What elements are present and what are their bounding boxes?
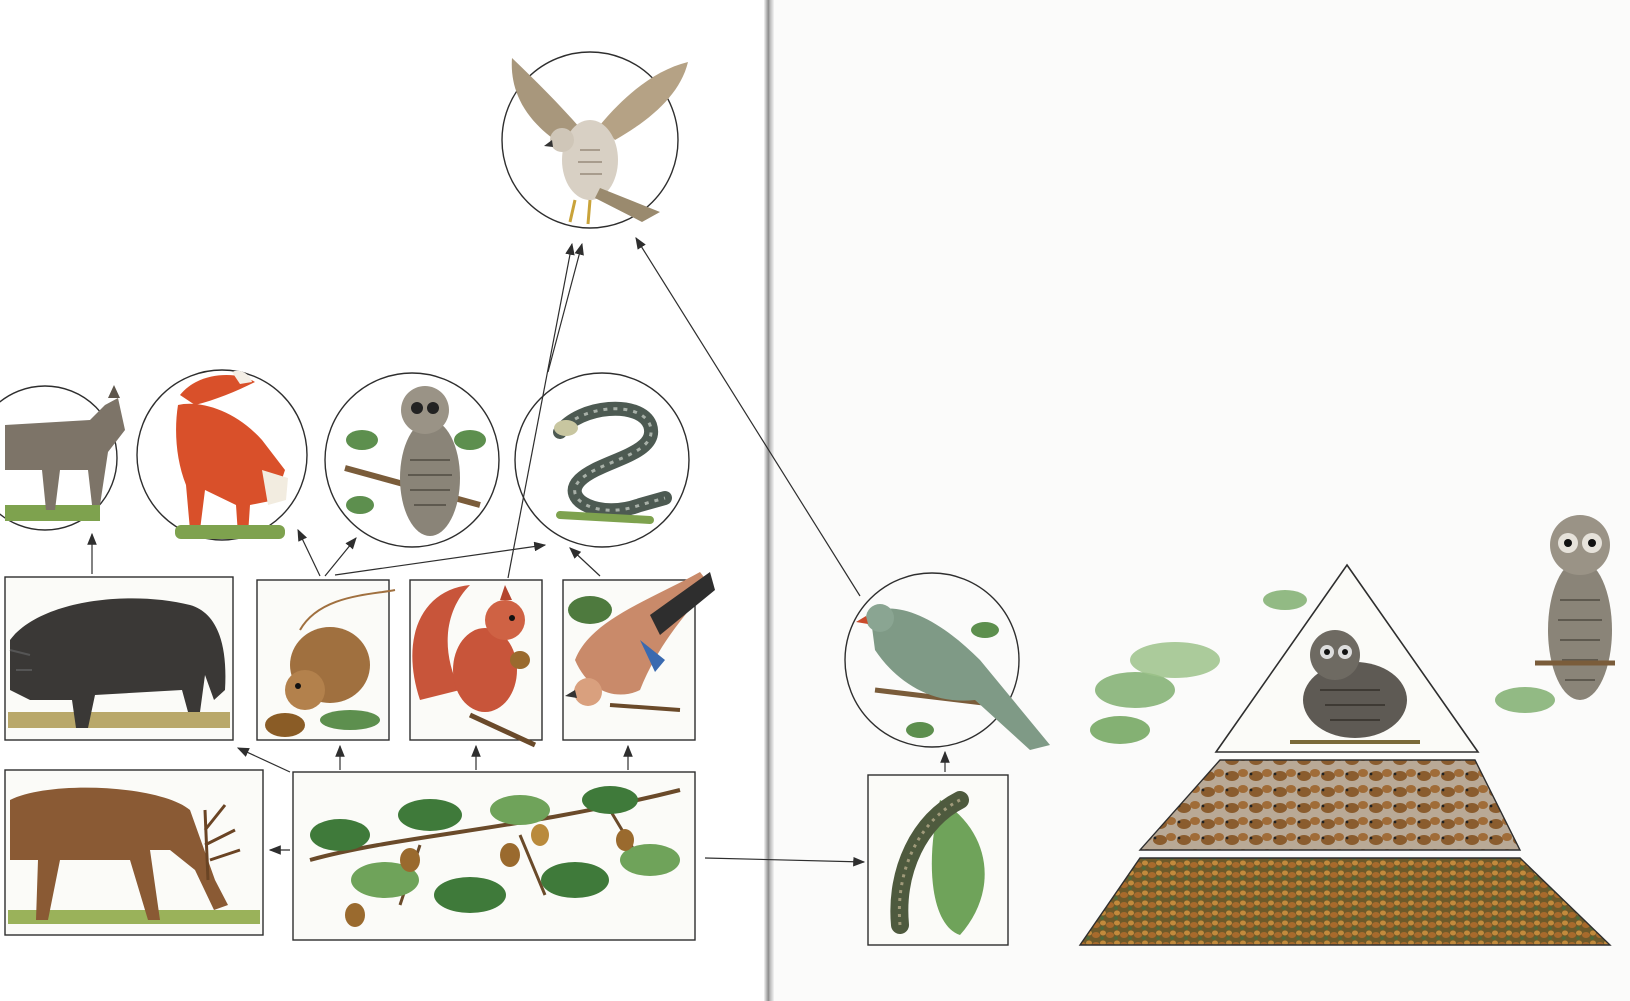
- edge-snake-hawk: [548, 244, 582, 372]
- edge-squirrel-hawk: [508, 244, 572, 578]
- standing-owl: [1535, 515, 1615, 700]
- edge-oak-caterpillar: [705, 858, 864, 862]
- node-caterpillar: [868, 775, 1008, 945]
- node-jay: [563, 572, 715, 740]
- tawny-owl-icon: [1535, 515, 1615, 700]
- node-squirrel: [410, 580, 542, 745]
- node-fox: [137, 370, 307, 540]
- edge-mouse-owl: [325, 538, 356, 576]
- tawny-owl-icon: [345, 386, 486, 536]
- pyramid-level-owl: [1216, 565, 1478, 752]
- node-boar: [5, 577, 233, 740]
- node-wolf: [0, 385, 125, 530]
- edge-jay-snake: [570, 548, 600, 576]
- edge-oak-boar: [238, 748, 290, 772]
- ecological-pyramid: [1080, 515, 1615, 945]
- wolf-icon: [5, 385, 125, 521]
- node-deer: [5, 770, 263, 935]
- pyramid-level-mice: [1140, 760, 1520, 850]
- viper-snake-icon: [554, 409, 665, 520]
- node-owl: [325, 373, 499, 547]
- pyramid-level-acorns: [1080, 858, 1610, 945]
- node-cuckoo: [845, 573, 1050, 750]
- node-oak: [293, 772, 695, 940]
- node-snake: [515, 373, 689, 547]
- edge-mouse-fox: [298, 530, 320, 576]
- cuckoo-bird-icon: [856, 604, 1050, 750]
- red-fox-icon: [175, 371, 288, 539]
- edge-cuckoo-hawk: [636, 238, 860, 596]
- node-mouse: [257, 580, 395, 740]
- goshawk-icon: [512, 58, 688, 224]
- node-hawk: [502, 52, 688, 228]
- food-web-arrows: [92, 238, 945, 862]
